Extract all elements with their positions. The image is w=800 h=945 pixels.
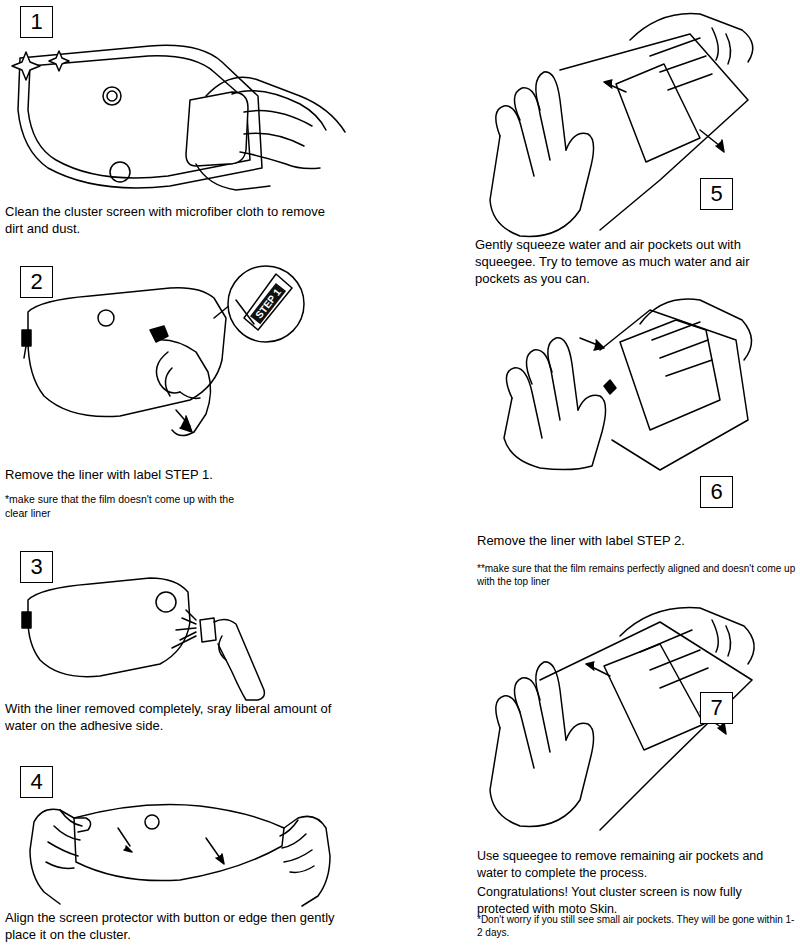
liner-tag: STEP 1 <box>250 283 286 324</box>
step-number-box: 5 <box>700 178 733 210</box>
step-number-box: 7 <box>700 692 733 724</box>
spraying-illustration <box>22 578 264 700</box>
step-caption: Congratulations! Yout cluster screen is … <box>477 884 795 917</box>
step-caption: Remove the liner with label STEP 1. <box>5 466 365 483</box>
step-number: 6 <box>710 481 722 503</box>
step-number-box: 6 <box>700 476 733 508</box>
step-number: 7 <box>710 697 722 719</box>
final-squeegee-illustration <box>490 608 754 830</box>
step-note: *Don't worry if you still see small air … <box>477 913 795 939</box>
step-number: 4 <box>30 771 42 793</box>
step-number: 1 <box>30 11 42 33</box>
step-note: *make sure that the film doesn't come up… <box>5 493 250 521</box>
step-caption: With the liner removed completely, sray … <box>5 700 340 734</box>
step-caption: Use squeegee to remove remaining air poc… <box>477 848 795 881</box>
placing-illustration <box>30 805 330 907</box>
step-number-box: 4 <box>20 766 53 798</box>
step-number: 3 <box>30 556 42 578</box>
step-number-box: 3 <box>20 551 53 583</box>
step-caption: Align the screen protector with button o… <box>5 909 345 943</box>
step-caption: Remove the liner with label STEP 2. <box>477 532 797 549</box>
cleaning-illustration <box>12 45 345 190</box>
squeegee-illustration <box>490 14 753 237</box>
peeling-illustration <box>22 266 304 436</box>
step-number-box: 2 <box>20 266 53 298</box>
step-number: 5 <box>710 183 722 205</box>
step-caption: Clean the cluster screen with microfiber… <box>5 203 340 237</box>
peel-top-liner-illustration <box>504 299 752 470</box>
step-number-box: 1 <box>20 6 53 38</box>
step-number: 2 <box>30 271 42 293</box>
step-caption: Gently squeeze water and air pockets out… <box>475 236 795 287</box>
step-note: **make sure that the film remains perfec… <box>477 562 797 588</box>
